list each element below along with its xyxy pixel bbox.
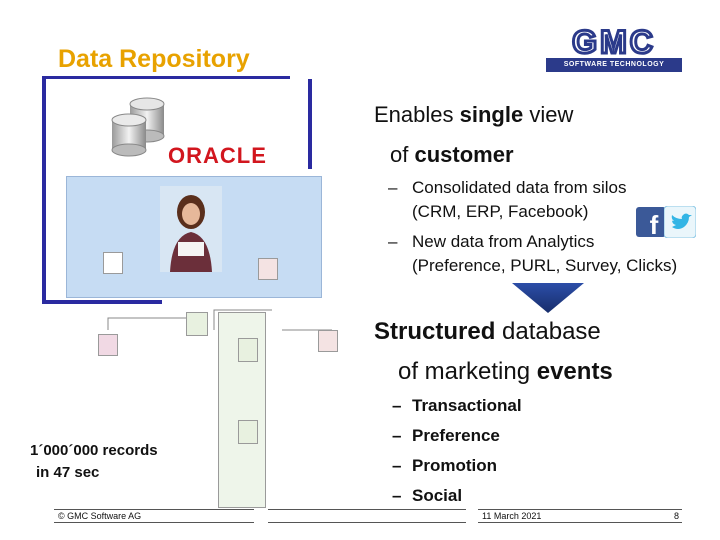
records-time: in 47 sec	[36, 464, 100, 481]
bullet-dash: –	[392, 396, 402, 415]
heading-structured-database: Structured database	[374, 318, 601, 345]
bullet-dash: –	[392, 456, 402, 475]
footer-rule	[54, 509, 254, 510]
gmc-logo-mark: GMC	[571, 23, 656, 62]
footer-date: 11 March 2021	[482, 511, 542, 521]
gmc-logo-tagline: SOFTWARE TECHNOLOGY	[546, 58, 682, 72]
footer-copyright: © GMC Software AG	[58, 511, 142, 521]
gmc-logo-text: GMC	[572, 26, 656, 58]
workflow-node	[318, 330, 338, 352]
workflow-node	[103, 252, 123, 274]
person-photo	[160, 186, 222, 272]
svg-text:f: f	[650, 210, 659, 237]
footer-rule	[54, 522, 254, 523]
heading-structured-database-line2: of marketing events	[398, 358, 613, 385]
down-arrow-icon	[512, 283, 584, 313]
heading-single-view-line2: of customer	[390, 142, 514, 167]
event-type: Transactional	[412, 396, 522, 415]
footer-rule	[268, 522, 466, 523]
workflow-node	[98, 334, 118, 356]
records-stat: 1´000´000 records in 47 sec	[30, 440, 158, 484]
frame-right-border	[308, 79, 312, 169]
gmc-logo: GMC	[546, 23, 682, 72]
footer-page-number: 8	[674, 511, 680, 521]
bullet-text: Consolidated data from silos	[412, 178, 627, 197]
footer-rule	[478, 522, 682, 523]
footer-rule	[478, 509, 682, 510]
heading-single-view: Enables single view	[374, 102, 574, 127]
workflow-node	[238, 338, 258, 362]
bullet-dash: –	[388, 178, 398, 197]
bullet-dash: –	[392, 486, 402, 505]
footer-rule	[268, 509, 466, 510]
workflow-node	[238, 420, 258, 444]
bullet-text: (Preference, PURL, Survey, Clicks)	[412, 256, 678, 275]
twitter-icon	[664, 206, 696, 238]
bullet-text: (CRM, ERP, Facebook)	[412, 202, 589, 221]
frame-bottom-border	[42, 300, 162, 304]
bullet-dash: –	[388, 232, 398, 251]
bullet-dash: –	[392, 426, 402, 445]
records-count: 1´000´000 records	[30, 442, 158, 459]
workflow-node	[186, 312, 208, 336]
slide-title: Data Repository	[58, 45, 250, 73]
event-type: Social	[412, 486, 463, 505]
workflow-node	[258, 258, 278, 280]
title-underline	[42, 76, 290, 79]
oracle-logo: ORACLE	[168, 143, 267, 168]
event-type: Preference	[412, 426, 500, 445]
facebook-icon: f	[636, 207, 666, 237]
event-type: Promotion	[412, 456, 497, 475]
frame-left-border	[42, 79, 46, 303]
bullet-text: New data from Analytics	[412, 232, 595, 251]
database-icon	[111, 97, 165, 157]
